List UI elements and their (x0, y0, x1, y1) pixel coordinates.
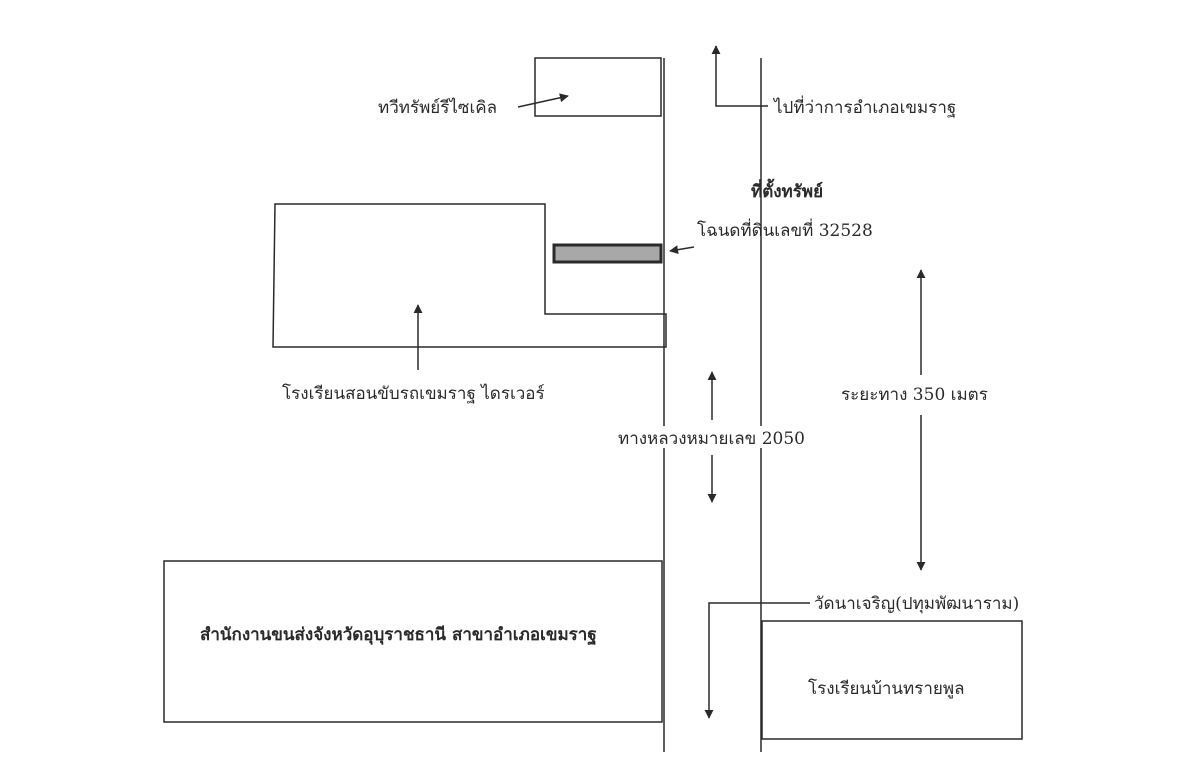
village-school-building (761, 620, 1023, 740)
property-location-label: ที่ตั้งทรัพย์ (751, 178, 823, 202)
temple-label: วัดนาเจริญ(ปทุมพัฒนาราม) (814, 594, 1019, 614)
property-parcel (552, 243, 663, 264)
village-school-label: โรงเรียนบ้านทรายพูล (808, 678, 965, 699)
recycle-shop-building (534, 57, 662, 117)
title-deed-arrow (669, 245, 695, 255)
highway-label: ทางหลวงหมายเลข 2050 (618, 429, 805, 449)
district-office-arrow (711, 45, 768, 107)
temple-arrow (704, 602, 810, 719)
driving-school-label: โรงเรียนสอนขับรถเขมราฐ ไดรเวอร์ (282, 383, 545, 404)
distance-label: ระยะทาง 350 เมตร (841, 385, 988, 405)
transport-office-building (163, 560, 663, 723)
recycle-shop-label: ทวีทรัพย์รีไซเคิล (378, 97, 497, 118)
driving-school-building (272, 203, 667, 348)
transport-office-label: สำนักงานขนส่งจังหวัดอุบุราชธานี สาขาอำเภ… (200, 624, 597, 646)
recycle-shop-arrow (517, 93, 569, 108)
district-office-label: ไปที่ว่าการอำเภอเขมราฐ (772, 95, 956, 118)
title-deed-label: โฉนดที่ดินเลขที่ 32528 (697, 218, 873, 241)
highway-label-backdrop (616, 426, 804, 448)
